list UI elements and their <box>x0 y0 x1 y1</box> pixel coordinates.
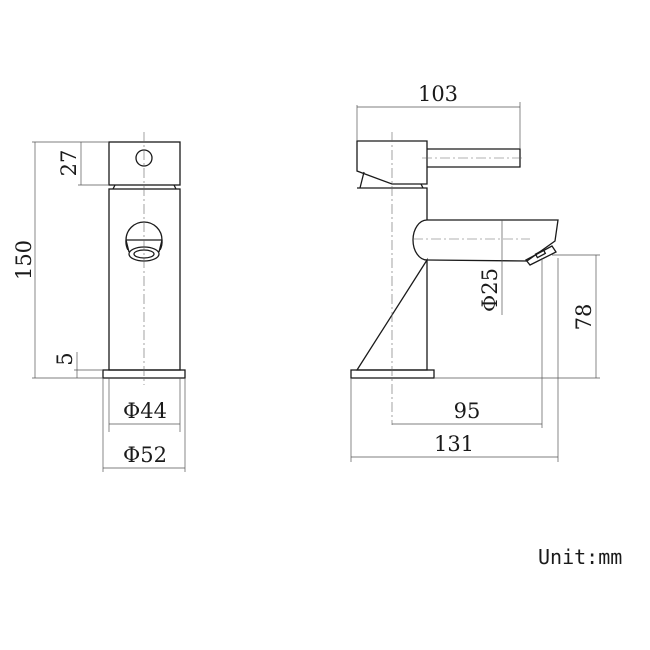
dim-handle-height: 27 <box>57 142 109 186</box>
label-95: 95 <box>454 399 481 423</box>
label-phi52: Φ52 <box>123 443 167 467</box>
label-phi44: Φ44 <box>123 399 167 423</box>
dim-spout-diameter: Φ25 <box>478 220 503 315</box>
side-view: 103 Φ25 78 95 <box>350 82 600 462</box>
label-78: 78 <box>572 304 596 331</box>
side-collar <box>359 171 424 189</box>
label-5: 5 <box>53 352 77 365</box>
dim-base-height: 5 <box>53 352 103 378</box>
label-131: 131 <box>434 432 474 456</box>
spout <box>412 219 559 262</box>
label-27: 27 <box>57 150 81 177</box>
label-150: 150 <box>12 240 36 280</box>
dim-spout-reach: 95 <box>392 258 543 428</box>
handle-head <box>356 140 428 185</box>
dim-overall-depth: 131 <box>350 258 559 462</box>
side-base <box>350 369 435 379</box>
front-view: 150 27 5 Φ44 <box>12 132 186 472</box>
spout-aerator-side <box>525 245 557 266</box>
unit-label: Unit:mm <box>538 545 623 569</box>
collar <box>112 184 177 190</box>
handle-block <box>108 141 181 186</box>
body <box>108 188 181 371</box>
label-103: 103 <box>418 82 458 106</box>
dim-outlet-height: 78 <box>434 254 600 379</box>
label-phi25: Φ25 <box>478 268 502 312</box>
dim-total-height: 150 <box>12 141 109 379</box>
dim-base-diameter: Φ52 <box>102 378 186 472</box>
dim-body-diameter: Φ44 <box>108 378 181 432</box>
dim-top-width: 103 <box>356 82 521 149</box>
